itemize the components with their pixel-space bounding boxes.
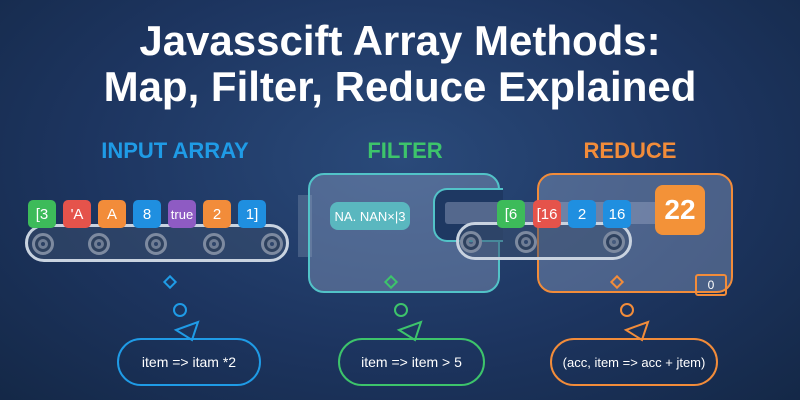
filtered-item: [16 xyxy=(533,200,561,228)
roller xyxy=(32,233,54,255)
array-item: A xyxy=(98,200,126,228)
triangle-icon xyxy=(173,320,200,342)
reduce-heading: REDUCE xyxy=(583,138,677,163)
roller xyxy=(88,233,110,255)
array-item: 1] xyxy=(238,200,266,228)
array-item: 8 xyxy=(133,200,161,228)
triangle-icon xyxy=(396,320,423,342)
diamond-icon xyxy=(162,274,178,290)
filter-expression: item => item > 5 xyxy=(338,338,485,386)
array-item: 'A xyxy=(63,200,91,228)
filter-pill: NA. NAN×|3 xyxy=(330,202,410,230)
filtered-item: 2 xyxy=(568,200,596,228)
roller xyxy=(603,231,625,253)
roller xyxy=(515,231,537,253)
reduce-result: 22 xyxy=(655,185,705,235)
input-array-heading: INPUT ARRAY xyxy=(101,138,249,163)
filtered-item: [6 xyxy=(497,200,525,228)
map-expression: item => itam *2 xyxy=(117,338,261,386)
circle-icon xyxy=(620,303,634,317)
array-item: 2 xyxy=(203,200,231,228)
filtered-item: 16 xyxy=(603,200,631,228)
circle-icon xyxy=(173,303,187,317)
array-item: true xyxy=(168,200,196,228)
roller xyxy=(460,231,482,253)
roller xyxy=(145,233,167,255)
filter-heading: FILTER xyxy=(367,138,443,163)
title-line-2: Map, Filter, Reduce Explained xyxy=(103,63,697,110)
reduce-expression: (acc, item => acc + jtem) xyxy=(550,338,718,386)
triangle-icon xyxy=(623,320,650,342)
roller xyxy=(261,233,283,255)
roller xyxy=(203,233,225,255)
initial-value: 0 xyxy=(695,274,727,296)
array-item: [3 xyxy=(28,200,56,228)
circle-icon xyxy=(394,303,408,317)
title-line-1: Javasscift Array Methods: xyxy=(139,17,661,64)
